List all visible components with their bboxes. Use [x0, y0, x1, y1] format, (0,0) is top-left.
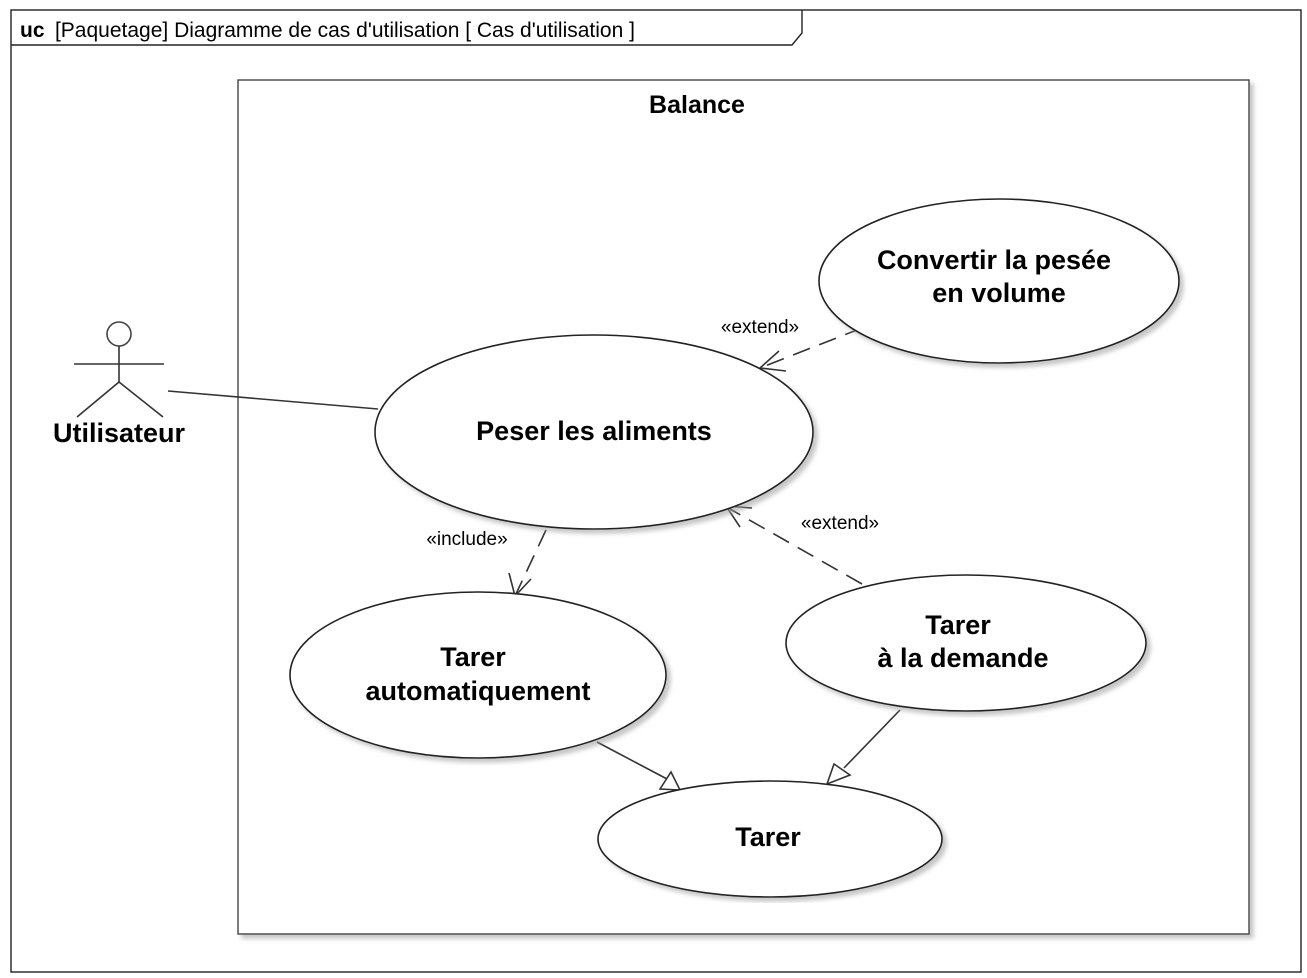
association-line [167, 390, 379, 410]
actor-label: Utilisateur [53, 418, 186, 448]
use-case-tarer[interactable]: Tarer [597, 780, 943, 898]
stick-figure-icon [74, 321, 164, 418]
system-name: Balance [649, 91, 745, 119]
use-case-label: Tarer [735, 822, 801, 852]
use-case-label-line-1: Tarer [925, 610, 991, 640]
use-case-tarer-automatiquement[interactable]: Tarer automatiquement [289, 591, 667, 759]
frame-title: [Paquetage] Diagramme de cas d'utilisati… [55, 19, 635, 42]
include-label: «include» [426, 529, 507, 550]
use-case-label-line-1: Tarer [440, 642, 506, 672]
use-case-convertir-la-pesee[interactable]: Convertir la pesée en volume [818, 198, 1180, 364]
use-case-label-line-1: Convertir la pesée [877, 245, 1111, 275]
generalization-tarer-demande [825, 709, 901, 786]
frame-keyword: uc [20, 19, 45, 42]
generalization-tarer-auto [596, 741, 682, 791]
extend-label-tarer-demande: «extend» [801, 513, 879, 534]
svg-text:uc [Paquetage] Diagramme: uc [Paquetage] Diagramme de cas d'utilis… [20, 19, 635, 42]
use-case-tarer-a-la-demande[interactable]: Tarer à la demande [785, 574, 1147, 712]
extend-label-convertir: «extend» [721, 317, 799, 338]
use-case-peser-les-aliments[interactable]: Peser les aliments [374, 334, 814, 530]
use-case-label-line-2: à la demande [877, 643, 1048, 673]
use-case-label: Peser les aliments [476, 416, 712, 446]
use-case-label-line-2: en volume [932, 278, 1066, 308]
use-case-label-line-2: automatiquement [365, 676, 590, 706]
actor-utilisateur[interactable]: Utilisateur [53, 321, 186, 448]
